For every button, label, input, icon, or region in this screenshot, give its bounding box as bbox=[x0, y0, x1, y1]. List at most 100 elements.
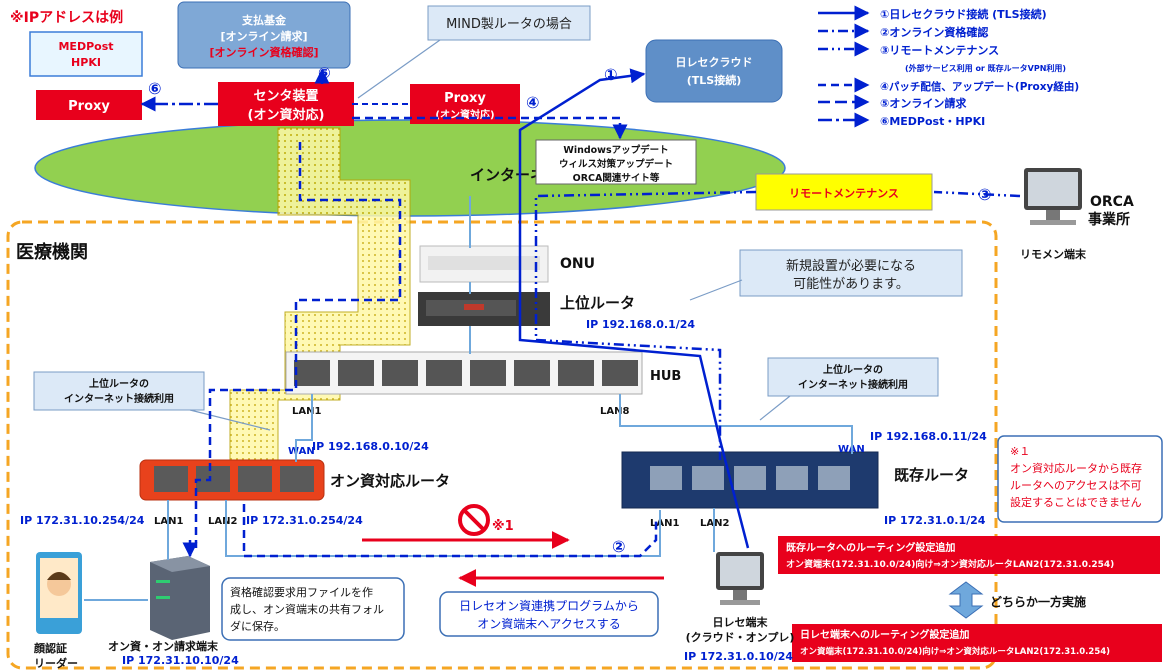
legend bbox=[818, 5, 870, 128]
program-note-line1: 日レセオン資連携プログラムから bbox=[459, 598, 639, 613]
note1-line2: オン資対応ルータから既存 bbox=[1010, 461, 1142, 475]
ip-existing-lan: IP 172.31.0.1/24 bbox=[884, 514, 986, 527]
lan1-right: LAN1 bbox=[650, 518, 679, 529]
onu-device bbox=[419, 245, 549, 283]
shiharai-line3: [オンライン資格確認] bbox=[209, 45, 318, 59]
medpost-box bbox=[29, 31, 143, 77]
wan-left: WAN bbox=[288, 446, 315, 457]
shiharai-line1: 支払基金 bbox=[241, 13, 287, 27]
medical-facility-area bbox=[6, 220, 998, 670]
windows-line1: Windowsアップデート bbox=[563, 144, 668, 156]
note1-line1: ※１ bbox=[1010, 445, 1030, 458]
new-install-line1: 新規設置が必要になる bbox=[786, 258, 916, 274]
proxy-left-label: Proxy bbox=[68, 99, 110, 114]
upper-router-ip: IP 192.168.0.1/24 bbox=[586, 318, 695, 331]
num6-left: ⑥ bbox=[148, 79, 162, 98]
orca-line2: 事業所 bbox=[1088, 211, 1130, 228]
remote-maint-label: リモートメンテナンス bbox=[789, 187, 899, 200]
upper-router-label: 上位ルータ bbox=[560, 294, 635, 312]
onshi-router-device bbox=[139, 459, 325, 501]
nissei-terminal-line1: 日レセ端末 bbox=[713, 615, 769, 629]
callout-left-pointer bbox=[189, 409, 271, 431]
routing-box-2-line2: オン資端末(172.31.10.0/24)向け⇒オン資対応ルータLAN2(172… bbox=[800, 646, 1110, 657]
shiharai-box bbox=[177, 1, 351, 69]
prohibit-note: ※1 bbox=[492, 519, 514, 534]
num1-label: ① bbox=[604, 65, 618, 84]
remomen-terminal-icon bbox=[1024, 168, 1082, 225]
center-device-line1: センタ装置 bbox=[253, 88, 318, 104]
legend-5: ⑤オンライン請求 bbox=[880, 96, 967, 110]
nissei-terminal-ip: IP 172.31.0.10/24 bbox=[684, 650, 793, 663]
hub-lan8: LAN8 bbox=[600, 406, 629, 417]
onshi-router-label: オン資対応ルータ bbox=[330, 472, 450, 490]
nissei-terminal-line2: (クラウド・オンプレ) bbox=[686, 630, 795, 644]
qual-file-note bbox=[221, 577, 405, 641]
onshi-terminal-server-icon bbox=[150, 556, 210, 640]
cloud-line2: (TLS接続) bbox=[687, 73, 742, 87]
callout-right-line2: インターネット接続利用 bbox=[798, 378, 908, 391]
nissei-terminal-icon bbox=[716, 552, 764, 605]
prohibit-icon bbox=[458, 504, 490, 536]
note1-line4: 設定することはできません bbox=[1010, 495, 1142, 509]
existing-router-device bbox=[621, 451, 879, 509]
legend-3-sub: (外部サービス利用 or 既存ルータVPN利用) bbox=[905, 63, 1066, 73]
ip-onshi-wan: IP 192.168.0.10/24 bbox=[312, 440, 429, 453]
ip-example-note: ※IPアドレスは例 bbox=[10, 9, 123, 26]
callout-right-line1: 上位ルータの bbox=[823, 363, 883, 376]
ip-lan1-left: IP 172.31.10.254/24 bbox=[20, 514, 145, 527]
callout-left-line2: インターネット接続利用 bbox=[64, 392, 174, 405]
mind-callout-pointer bbox=[357, 39, 441, 99]
windows-update-box bbox=[535, 139, 697, 185]
routing-box-2 bbox=[792, 624, 1162, 662]
mind-callout-text: MIND製ルータの場合 bbox=[446, 17, 572, 32]
ip-existing-wan: IP 192.168.0.11/24 bbox=[870, 430, 987, 443]
legend-3: ③リモートメンテナンス bbox=[880, 44, 999, 57]
legend-4: ④パッチ配信、アップデート(Proxy経由) bbox=[880, 80, 1079, 93]
legend-1: ①日レセクラウド接続 (TLS接続) bbox=[880, 7, 1047, 21]
orca-line1: ORCA bbox=[1090, 194, 1134, 210]
face-reader-line1: 顔認証 bbox=[33, 641, 67, 655]
onu-label: ONU bbox=[560, 256, 595, 272]
cloud-box bbox=[645, 39, 783, 103]
face-reader-icon bbox=[36, 552, 82, 634]
onshi-terminal-ip: IP 172.31.10.10/24 bbox=[122, 654, 239, 667]
num4-label: ④ bbox=[526, 93, 540, 112]
new-install-callout bbox=[739, 249, 963, 297]
windows-line2: ウィルス対策アップデート bbox=[559, 158, 673, 170]
legend-6: ⑥MEDPost・HPKI bbox=[880, 115, 985, 128]
callout-left-line1: 上位ルータの bbox=[89, 377, 149, 390]
program-note bbox=[439, 591, 659, 637]
either-double-arrow bbox=[948, 581, 984, 619]
existing-router-label: 既存ルータ bbox=[894, 466, 969, 484]
program-note-line2: オン資端末へアクセスする bbox=[477, 617, 620, 631]
center-device-box bbox=[218, 82, 354, 126]
medpost-line2: HPKI bbox=[71, 56, 101, 69]
hub-device bbox=[285, 351, 643, 395]
proxy-left-box bbox=[36, 90, 142, 120]
note1-line3: ルータへのアクセスは不可 bbox=[1010, 479, 1141, 492]
cloud-line1: 日レセクラウド bbox=[676, 56, 753, 69]
new-install-line2: 可能性があります。 bbox=[793, 277, 909, 292]
qual-note-line3: ダに保存。 bbox=[230, 619, 285, 633]
remote-maint-box bbox=[755, 173, 933, 211]
windows-line3: ORCA関連サイト等 bbox=[573, 172, 660, 184]
medical-facility-label: 医療機関 bbox=[16, 241, 88, 263]
hub-label: HUB bbox=[650, 369, 681, 384]
qual-note-line1: 資格確認要求用ファイルを作 bbox=[230, 585, 373, 599]
remomen-label: リモメン端末 bbox=[1020, 247, 1087, 261]
upper-router-callout-right bbox=[767, 357, 939, 397]
ip-lan2-left: IP 172.31.0.254/24 bbox=[246, 514, 363, 527]
routing-box-2-line1: 日レセ端末へのルーティング設定追加 bbox=[800, 628, 969, 641]
upper-router-callout-left bbox=[33, 371, 205, 411]
proxy-right-line1: Proxy bbox=[444, 91, 486, 106]
routing-box-1-line1: 既存ルータへのルーティング設定追加 bbox=[786, 541, 955, 554]
note1-box bbox=[997, 435, 1163, 523]
hub-lan1: LAN1 bbox=[292, 406, 321, 417]
callout-right-pointer bbox=[759, 395, 791, 421]
num5-top: ⑤ bbox=[318, 64, 331, 82]
new-install-pointer bbox=[689, 279, 743, 301]
either-label: どちらか一方実施 bbox=[990, 594, 1086, 609]
qual-note-line2: 成し、オン資端末の共有フォル bbox=[230, 602, 384, 616]
legend-2: ②オンライン資格確認 bbox=[880, 25, 988, 39]
